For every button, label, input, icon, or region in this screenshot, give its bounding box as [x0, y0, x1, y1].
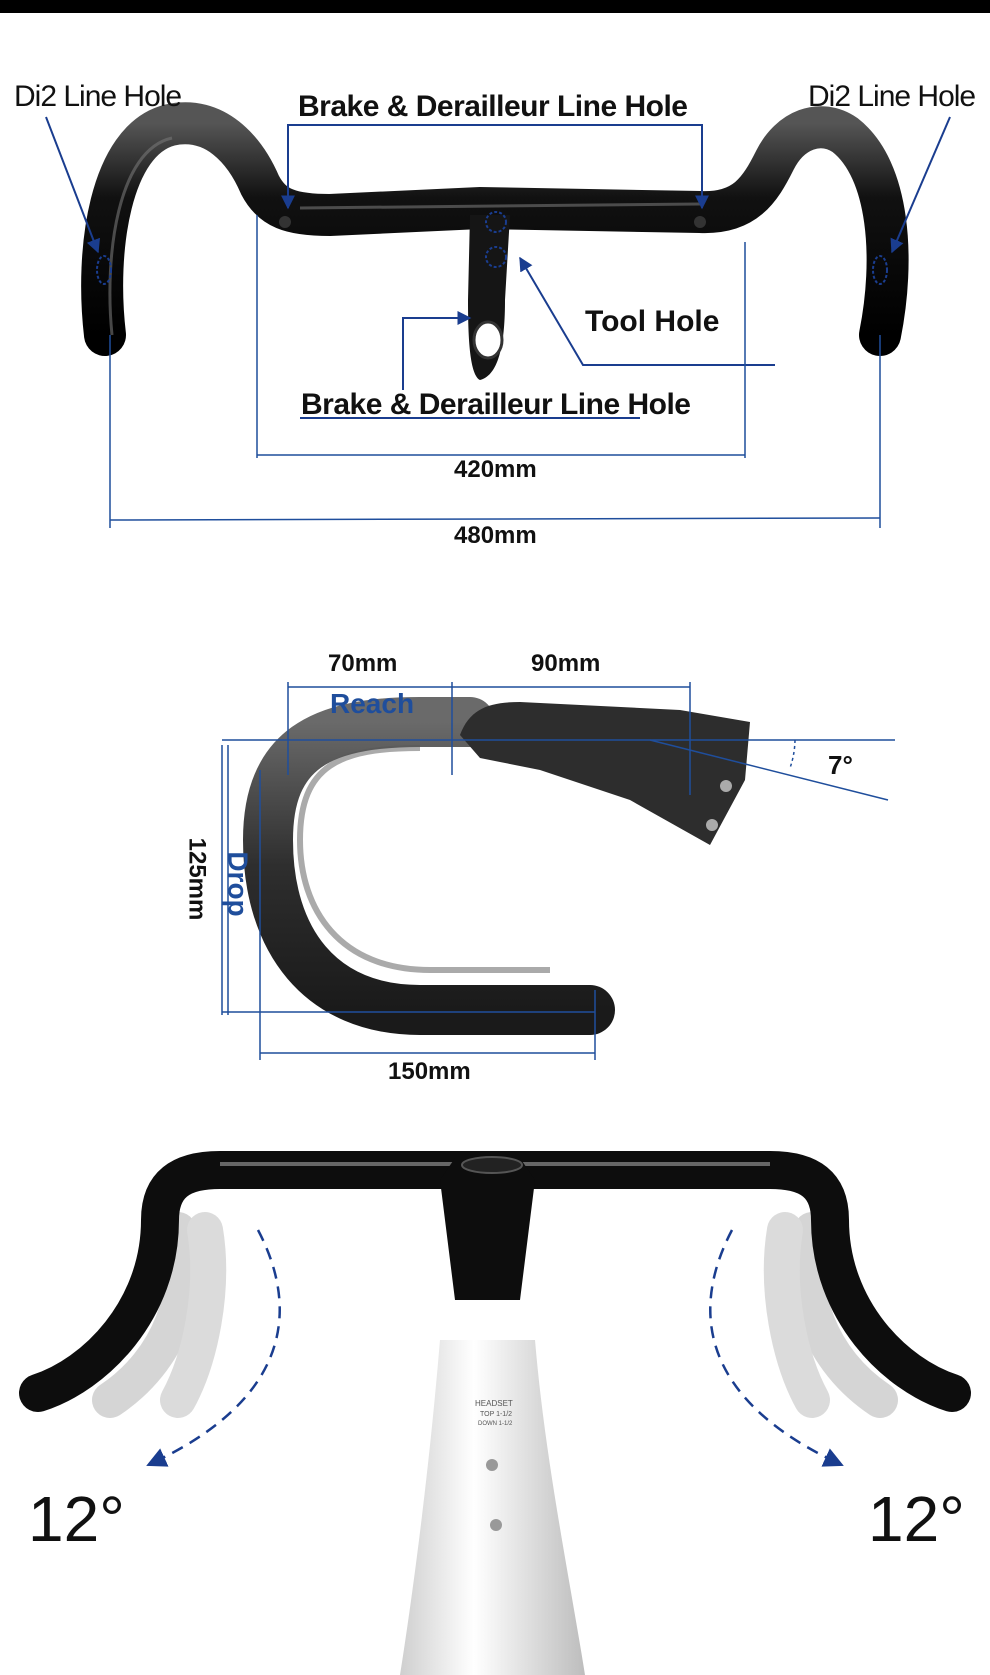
brake-derailleur-bottom-label: Brake & Derailleur Line Hole	[301, 388, 691, 421]
drop-profile	[242, 697, 750, 1035]
headset-text-2: TOP 1-1/2	[480, 1411, 512, 1418]
width-outer-label: 480mm	[454, 522, 537, 549]
drop-width-label: 150mm	[388, 1058, 471, 1085]
front-bar	[19, 1151, 971, 1412]
panel-top-view: Di2 Line Hole Di2 Line Hole Brake & Dera…	[0, 0, 990, 560]
tool-hole-label: Tool Hole	[585, 305, 720, 338]
flare-left-label: 12°	[28, 1483, 125, 1555]
angle-label: 7°	[828, 750, 853, 780]
flare-right-label: 12°	[868, 1483, 965, 1555]
handlebar-top-view-drawing	[45, 102, 951, 528]
reach-label: Reach	[330, 688, 415, 719]
handlebar-side-view-drawing	[221, 682, 895, 1060]
reach-b-label: 90mm	[531, 650, 601, 677]
drop-mm-label: 125mm	[183, 837, 211, 921]
top-black-bar	[0, 0, 990, 13]
handlebar-front-view-drawing: HEADSET TOP 1-1/2 DOWN 1-1/2	[19, 1151, 971, 1675]
panel-front-view: HEADSET TOP 1-1/2 DOWN 1-1/2 12° 12°	[0, 1151, 990, 1675]
head-tube	[400, 1340, 585, 1675]
ghost-drops	[92, 1212, 898, 1418]
reach-a-label: 70mm	[328, 650, 398, 677]
handlebar-body	[81, 102, 909, 380]
brake-derailleur-top-label: Brake & Derailleur Line Hole	[298, 90, 688, 123]
headset-text-3: DOWN 1-1/2	[478, 1421, 513, 1427]
dimension-lines	[109, 215, 881, 528]
flare-arrows	[146, 1229, 844, 1467]
di2-left-label: Di2 Line Hole	[14, 80, 182, 113]
callout-lines	[45, 116, 951, 419]
di2-right-label: Di2 Line Hole	[808, 80, 976, 113]
side-dimension-lines	[221, 682, 895, 1060]
panel-side-view: 70mm 90mm Reach 7° 125mm Drop 150mm	[0, 640, 990, 1100]
drop-label: Drop	[222, 851, 254, 917]
width-inner-label: 420mm	[454, 456, 537, 483]
headset-text-1: HEADSET	[475, 1399, 513, 1408]
